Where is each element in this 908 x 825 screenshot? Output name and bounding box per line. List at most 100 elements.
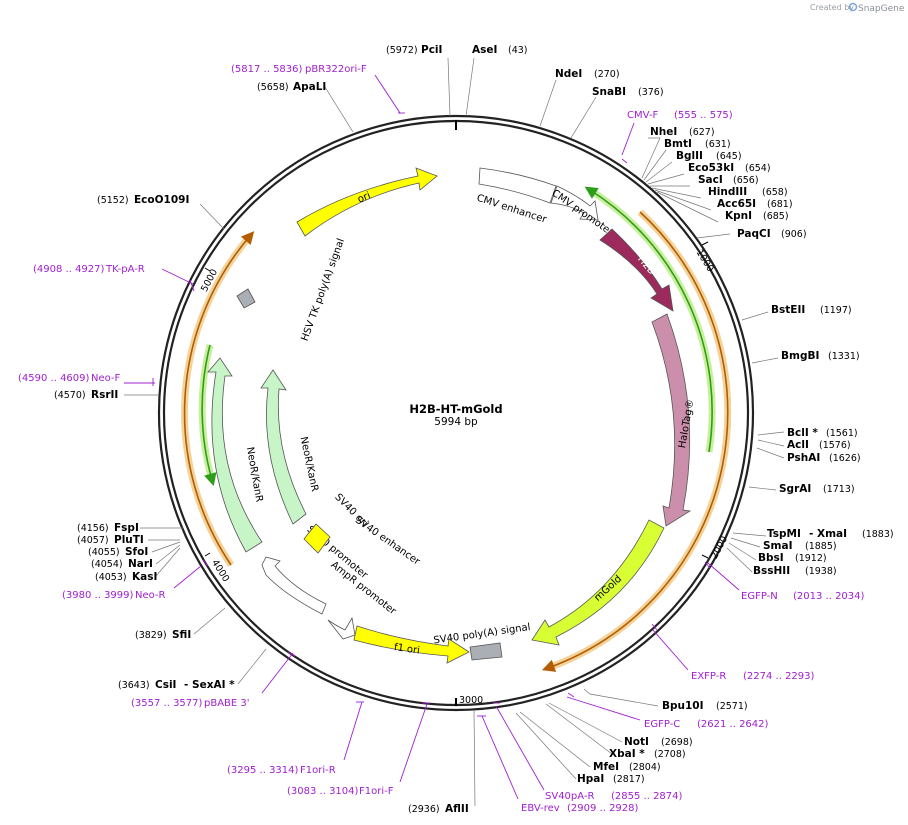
primer-name[interactable]: pBR322ori-F <box>305 64 367 75</box>
enzyme-name[interactable]: BstEII <box>771 304 805 316</box>
enzyme-pos: (1713) <box>823 484 855 495</box>
enzyme-name[interactable]: SgrAI <box>779 483 811 495</box>
primer-range: (3083 .. 3104) <box>287 786 359 797</box>
enzyme-pos: (4570) <box>54 390 86 401</box>
enzyme-name[interactable]: SnaBI <box>592 86 626 98</box>
enzyme-name[interactable]: BmtI <box>664 138 692 150</box>
primer-name[interactable]: Neo-F <box>91 373 121 384</box>
primer-range: (3557 .. 3577) <box>131 698 203 709</box>
enzyme-leaders <box>124 57 785 807</box>
enzyme-name[interactable]: MfeI <box>593 761 619 773</box>
tick-2000: 2000 <box>709 534 730 561</box>
enzyme-pos: (5658) <box>257 82 289 93</box>
enzyme-name[interactable]: PaqCI <box>737 228 771 240</box>
enzyme-pos: (2804) <box>629 762 661 773</box>
enzyme-name[interactable]: XbaI * <box>609 748 645 760</box>
primer-name[interactable]: EXFP-R <box>691 671 726 682</box>
enzyme-pos: (685) <box>763 211 789 222</box>
enzyme-pos: (4053) <box>95 572 127 583</box>
feature-neor-outer-label: NeoR/KanR <box>244 446 265 503</box>
enzyme-pos: (2936) <box>408 804 440 815</box>
enzyme-name[interactable]: SacI <box>698 174 723 186</box>
enzyme-name[interactable]: Bpu10I <box>662 700 704 712</box>
feature-hsv-tk-box <box>236 288 256 309</box>
enzyme-name[interactable]: SfoI <box>125 546 148 558</box>
enzyme-name[interactable]: Eco53kI <box>688 162 734 174</box>
feature-neor-outer <box>207 357 263 553</box>
enzyme-name[interactable]: FspI <box>114 522 139 534</box>
feature-h2b <box>599 228 674 312</box>
feature-neor-inner <box>260 369 307 525</box>
feature-halotag <box>651 313 692 527</box>
primer-name[interactable]: SV40pA-R <box>545 791 594 802</box>
enzyme-name[interactable]: HpaI <box>577 773 604 785</box>
primer-name[interactable]: EGFP-C <box>644 719 680 730</box>
primer-name[interactable]: TK-pA-R <box>105 264 145 275</box>
credit-brand: SnapGene <box>858 4 905 14</box>
primer-range: (2909 .. 2928) <box>567 803 639 814</box>
plasmid-length: 5994 bp <box>434 416 478 428</box>
primer-name[interactable]: Neo-R <box>135 590 166 601</box>
enzyme-name[interactable]: BclI * <box>787 427 818 439</box>
enzyme-pos: (43) <box>508 45 528 56</box>
enzyme-pos: (1883) <box>862 529 894 540</box>
primer-name[interactable]: CMV-F <box>627 110 658 121</box>
enzyme-pos: (658) <box>762 187 788 198</box>
enzyme-pos: (1626) <box>829 453 861 464</box>
enzyme-pos: (1938) <box>805 566 837 577</box>
plasmid-name: H2B-HT-mGold <box>409 402 502 416</box>
enzyme-name[interactable]: - SexAI * <box>184 679 235 691</box>
enzyme-name[interactable]: NdeI <box>555 68 582 80</box>
enzyme-name[interactable]: TspMI <box>767 528 801 540</box>
enzyme-name[interactable]: PluTI <box>114 534 144 546</box>
enzyme-name[interactable]: RsrII <box>91 389 118 401</box>
enzyme-name[interactable]: SfiI <box>172 629 191 641</box>
primer-name[interactable]: EGFP-N <box>741 591 778 602</box>
enzyme-name[interactable]: NotI <box>624 736 649 748</box>
enzyme-name[interactable]: KasI <box>132 571 157 583</box>
enzyme-pos: (656) <box>733 175 759 186</box>
enzyme-name[interactable]: AclI <box>787 439 809 451</box>
enzyme-name[interactable]: AseI <box>472 44 497 56</box>
enzyme-pos: (270) <box>594 69 620 80</box>
backbone-outer <box>157 114 755 712</box>
enzyme-name[interactable]: PciI <box>421 44 442 56</box>
enzyme-name[interactable]: NheI <box>650 126 677 138</box>
enzyme-name[interactable]: BmgBI <box>781 350 819 362</box>
enzyme-name[interactable]: SmaI <box>763 540 793 552</box>
enzyme-pos: (906) <box>781 229 807 240</box>
enzyme-pos: (631) <box>705 139 731 150</box>
enzyme-name[interactable]: BssHII <box>753 565 790 577</box>
enzyme-pos: (654) <box>745 163 771 174</box>
enzyme-pos: (3829) <box>135 630 167 641</box>
feature-f1-ori <box>353 625 470 664</box>
enzyme-pos: (4054) <box>91 559 123 570</box>
enzyme-name[interactable]: BbsI <box>758 552 784 564</box>
enzyme-name[interactable]: CsiI <box>155 679 176 691</box>
enzyme-name[interactable]: EcoO109I <box>134 194 189 206</box>
enzyme-pos: (627) <box>689 127 715 138</box>
enzyme-pos: (2708) <box>654 749 686 760</box>
enzyme-name[interactable]: NarI <box>128 558 153 570</box>
enzyme-name[interactable]: AflII <box>445 803 469 815</box>
enzyme-name[interactable]: KpnI <box>725 210 752 222</box>
feature-f1-ori-label: f1 ori <box>393 642 420 657</box>
primer-name[interactable]: pBABE 3' <box>204 698 250 709</box>
enzyme-pos: (1576) <box>819 440 851 451</box>
feature-cmv-promoter-label: CMV promoter <box>550 188 616 239</box>
tick-3000: 3000 <box>459 695 483 706</box>
enzyme-name[interactable]: - XmaI <box>809 528 847 540</box>
primer-range: (5817 .. 5836) <box>231 64 303 75</box>
enzyme-name[interactable]: PshAI <box>787 452 820 464</box>
enzyme-name[interactable]: HindIII <box>708 186 747 198</box>
enzyme-name[interactable]: ApaLI <box>293 81 326 93</box>
enzyme-pos: (1912) <box>795 553 827 564</box>
enzyme-name[interactable]: Acc65I <box>717 198 756 210</box>
primer-name[interactable]: F1ori-R <box>300 765 336 776</box>
enzyme-pos: (1561) <box>826 428 858 439</box>
enzyme-name[interactable]: BglII <box>676 150 703 162</box>
primer-name[interactable]: F1ori-F <box>359 786 394 797</box>
credit-prefix: Created by <box>810 3 854 12</box>
primer-name[interactable]: EBV-rev <box>521 803 560 814</box>
